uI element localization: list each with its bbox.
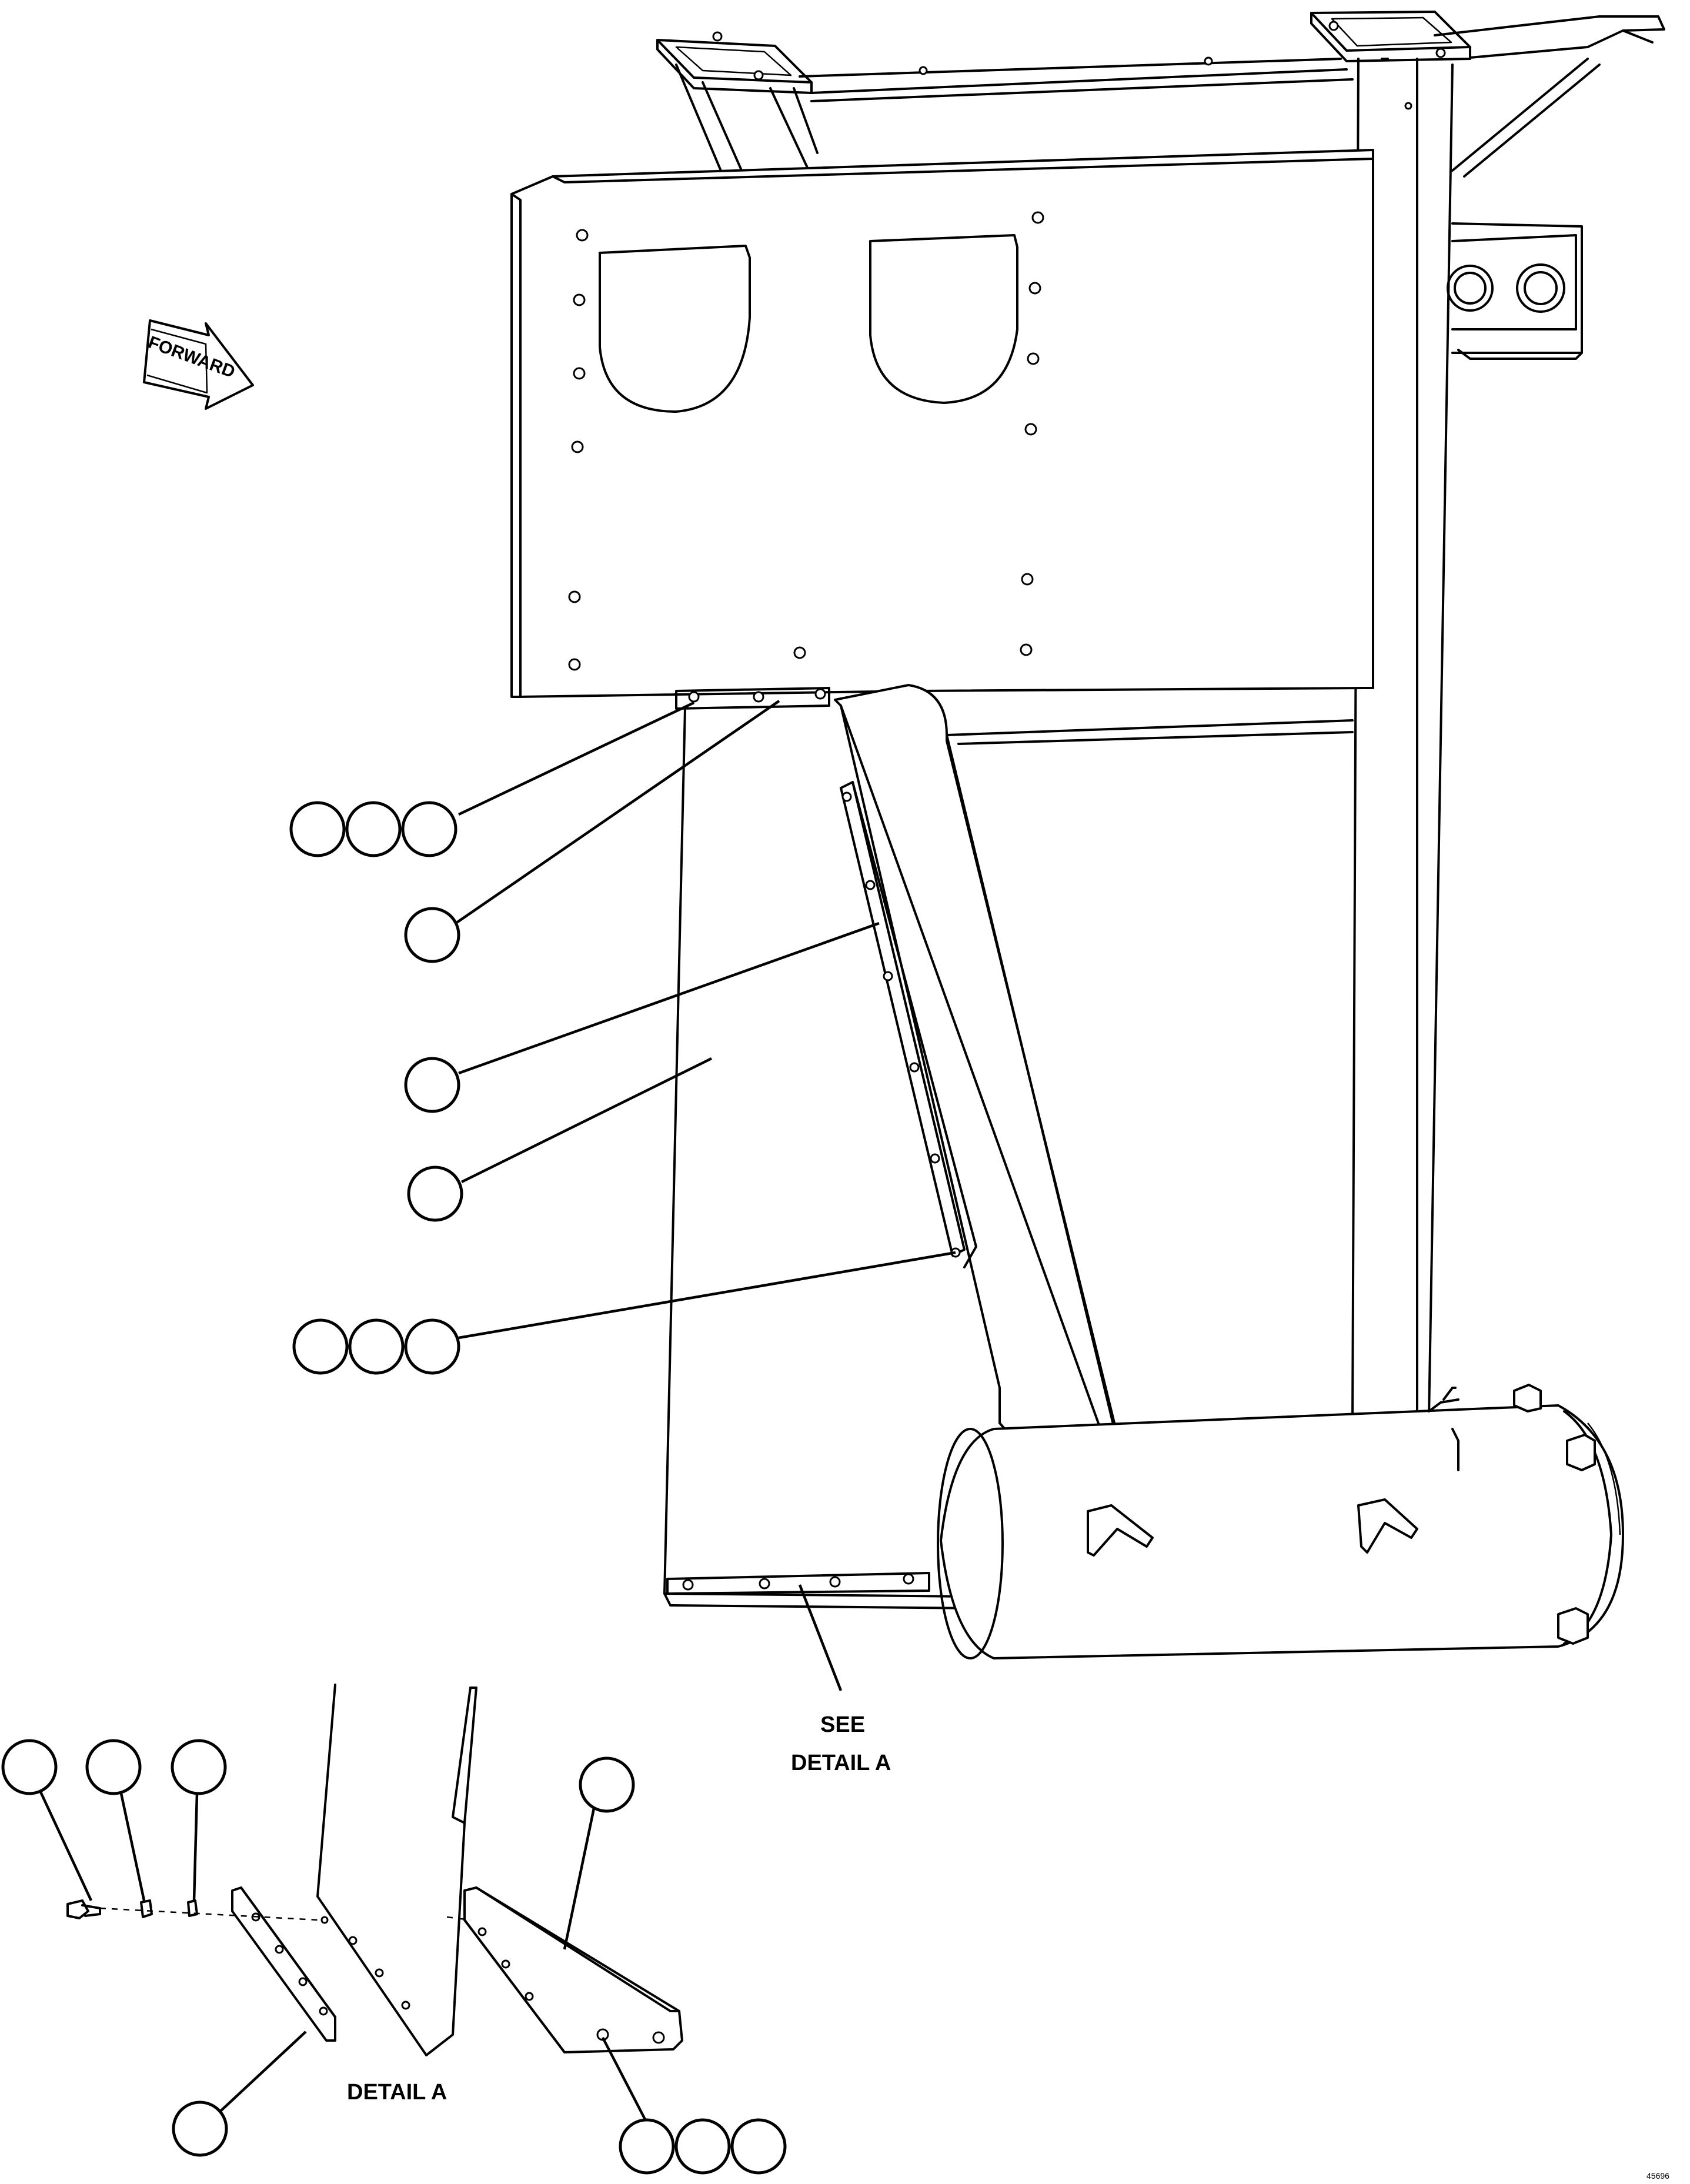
callout-balloon	[404, 1057, 460, 1113]
callout-group-lower-triple	[292, 1251, 956, 1375]
callout-group-upper-single	[404, 700, 780, 963]
callout-balloon	[579, 1756, 635, 1813]
upper-frame	[656, 11, 1665, 1436]
drawing-number: 45696	[1646, 2171, 1669, 2180]
callout-balloon	[401, 801, 457, 857]
see-detail-line-1: SEE	[820, 1712, 865, 1737]
see-detail-line-2: DETAIL A	[791, 1751, 891, 1775]
callout-balloon	[674, 2118, 731, 2175]
see-detail-note: SEE DETAIL A	[791, 1584, 891, 1775]
callout-balloon	[619, 2118, 675, 2175]
callout-balloon	[1, 1739, 58, 1795]
forward-direction-arrow: FORWARD	[143, 319, 254, 410]
callout-balloon	[292, 1318, 349, 1375]
callout-balloon	[85, 1739, 142, 1795]
callout-balloon	[730, 2118, 787, 2175]
plate-holes	[568, 211, 1044, 671]
upper-mount-plate	[510, 149, 1374, 710]
lower-cylinder-tank	[937, 1384, 1624, 1659]
callout-group-middle-single-b	[407, 1057, 712, 1222]
detail-a-view: DETAIL A	[1, 1684, 787, 2175]
callout-balloon	[172, 2100, 228, 2157]
callout-balloon	[348, 1318, 405, 1375]
detail-a-title: DETAIL A	[347, 2080, 447, 2105]
callout-balloon	[171, 1739, 227, 1795]
callout-group-upper-left-triple	[289, 701, 694, 857]
callout-balloon	[345, 801, 402, 857]
callout-balloon	[404, 907, 460, 963]
callout-balloon	[289, 801, 346, 857]
callout-balloon	[404, 1318, 460, 1375]
callout-balloon	[407, 1166, 463, 1222]
callout-group-middle-single-a	[404, 921, 880, 1113]
